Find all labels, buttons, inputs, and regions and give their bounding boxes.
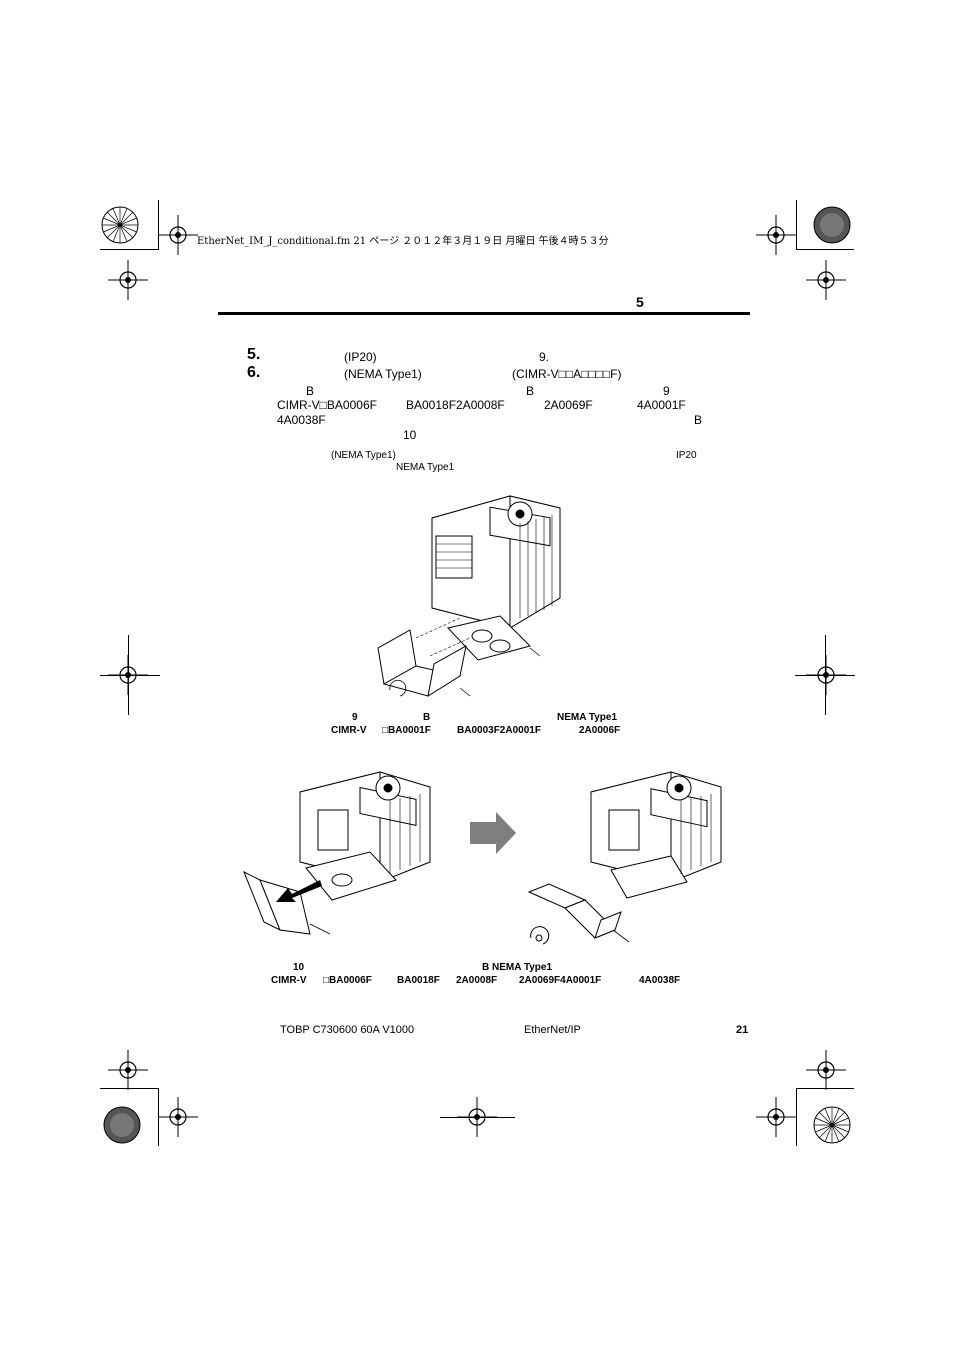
step-6-text: (NEMA Type1) <box>344 367 422 381</box>
header-rule <box>218 312 750 315</box>
figure-9-drive-illustration <box>377 495 561 698</box>
step-5-number: 5. <box>247 346 261 363</box>
figure-10-model: 2A0008F <box>456 975 498 986</box>
figure-9-caption: B <box>423 712 431 723</box>
crosshair-mark-icon <box>108 260 148 300</box>
note-text: NEMA Type1 <box>396 462 455 473</box>
figure-9-model: □BA0001F <box>382 725 431 736</box>
figure-10-model: 2A0069F4A0001F <box>519 975 602 986</box>
page-number: 21 <box>736 1024 749 1036</box>
figure-10-model: 4A0038F <box>639 975 681 986</box>
crosshair-mark-icon <box>756 1097 796 1137</box>
arrow-right-icon <box>470 812 516 854</box>
body-text: CIMR-V□BA0006F <box>277 398 377 412</box>
crosshair-mark-icon <box>158 215 198 255</box>
step-5-figure-ref: 9. <box>539 350 550 364</box>
figure-9-model: 2A0006F <box>579 725 621 736</box>
figure-10-model: CIMR-V <box>271 975 307 986</box>
body-text: 4A0001F <box>637 398 686 412</box>
figure-10-remove-illustration <box>243 771 431 935</box>
figure-10-caption: B NEMA Type1 <box>482 962 553 973</box>
starburst-mark-icon <box>813 1106 851 1144</box>
figure-10-number: 10 <box>293 962 305 973</box>
footer-product: EtherNet/IP <box>524 1024 581 1036</box>
step-6-model-pattern: (CIMR-V□□A□□□□F) <box>512 367 622 381</box>
body-text: BA0018F2A0008F <box>406 398 505 412</box>
note-text: (NEMA Type1) <box>331 450 396 461</box>
crosshair-mark-icon <box>108 1050 148 1090</box>
body-text: 9 <box>663 384 670 398</box>
chapter-number: 5 <box>636 294 644 310</box>
crosshair-mark-icon <box>158 1097 198 1137</box>
body-text: B <box>694 413 703 427</box>
crosshair-mark-icon <box>806 260 846 300</box>
note-text: IP20 <box>676 450 697 461</box>
figure-9-number: 9 <box>352 712 358 723</box>
body-text: 10 <box>403 428 417 442</box>
step-6-number: 6. <box>247 364 261 381</box>
body-text: B <box>306 384 315 398</box>
crosshair-mark-icon <box>756 215 796 255</box>
figure-10-model: BA0018F <box>397 975 440 986</box>
body-text: 2A0069F <box>544 398 593 412</box>
figure-10-removed-illustration <box>527 771 722 945</box>
dotted-mark-icon <box>103 1106 141 1144</box>
starburst-mark-icon <box>101 206 139 244</box>
file-info-line: EtherNet_IM_J_conditional.fm 21 ページ ２０１２… <box>197 236 609 247</box>
body-text: 4A0038F <box>277 413 326 427</box>
figure-10-model: □BA0006F <box>323 975 372 986</box>
crosshair-mark-icon <box>806 1050 846 1090</box>
figure-9-model: CIMR-V <box>331 725 367 736</box>
figure-9-model: BA0003F2A0001F <box>457 725 541 736</box>
footer-doc-number: TOBP C730600 60A V1000 <box>280 1024 415 1036</box>
figure-9-caption: NEMA Type1 <box>557 712 618 723</box>
step-5-text: (IP20) <box>344 350 377 364</box>
body-text: B <box>526 384 535 398</box>
dotted-mark-icon <box>813 206 851 244</box>
